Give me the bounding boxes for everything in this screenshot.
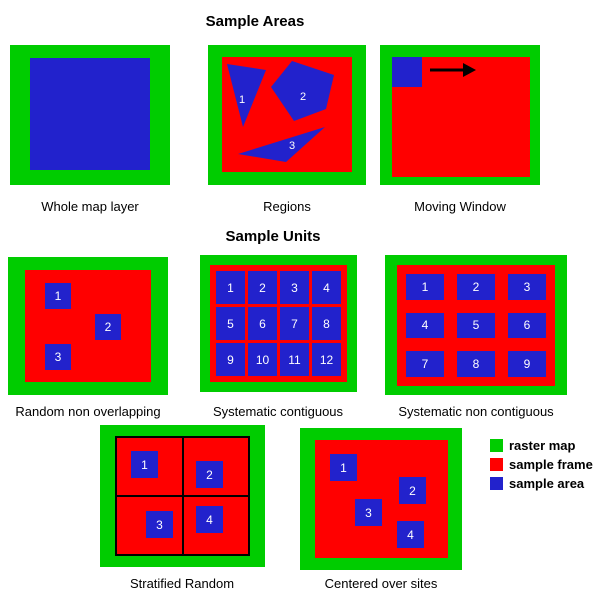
sample-unit: 1 xyxy=(406,274,444,300)
sample-unit: 7 xyxy=(406,351,444,377)
sample-area-swatch xyxy=(490,477,503,490)
sample-units-title: Sample Units xyxy=(225,228,321,245)
panel-moving-window xyxy=(380,45,540,185)
sample-unit: 3 xyxy=(355,499,382,526)
sample-unit: 1 xyxy=(216,271,245,304)
region-3-number: 3 xyxy=(289,140,295,152)
legend-item-raster-map: raster map xyxy=(490,438,593,453)
centered-over-sites-label: Centered over sites xyxy=(324,576,438,591)
legend-label: sample area xyxy=(509,476,585,491)
sample-frame-area: 1 2 3 4 5 6 7 8 9 xyxy=(397,265,555,386)
legend: raster map sample frame sample area xyxy=(490,438,593,495)
panel-stratified-random: 1 2 3 4 xyxy=(100,425,265,567)
legend-label: sample frame xyxy=(509,457,593,472)
sample-unit: 2 xyxy=(248,271,277,304)
regions-label: Regions xyxy=(263,199,311,214)
whole-map-layer-label: Whole map layer xyxy=(41,199,139,214)
sample-unit: 2 xyxy=(457,274,495,300)
sample-frame-area: 1 2 3 xyxy=(25,270,151,382)
sample-unit: 8 xyxy=(457,351,495,377)
sample-unit: 4 xyxy=(312,271,341,304)
region-1-number: 1 xyxy=(239,94,245,106)
sample-unit: 2 xyxy=(196,461,223,488)
sample-frame-area xyxy=(392,57,530,177)
systematic-non-contiguous-grid: 1 2 3 4 5 6 7 8 9 xyxy=(397,265,555,386)
sample-unit: 3 xyxy=(146,511,173,538)
sample-unit: 4 xyxy=(397,521,424,548)
stratum-divider-horizontal xyxy=(117,495,248,497)
sample-frame-area: 1 2 3 4 xyxy=(315,440,448,558)
systematic-contiguous-grid: 1 2 3 4 5 6 7 8 9 10 11 12 xyxy=(210,265,347,382)
sample-unit: 10 xyxy=(248,343,277,376)
panel-regions: 1 2 3 xyxy=(208,45,366,185)
sample-unit: 3 xyxy=(45,344,71,370)
sample-unit: 1 xyxy=(330,454,357,481)
sample-area-square xyxy=(30,58,150,170)
sample-unit: 9 xyxy=(508,351,546,377)
sample-unit: 4 xyxy=(406,312,444,339)
sample-unit: 5 xyxy=(457,312,495,339)
sample-unit: 9 xyxy=(216,343,245,376)
sample-unit: 2 xyxy=(95,314,121,340)
sample-frame-area: 1 2 3 4 5 6 7 8 9 10 11 12 xyxy=(210,265,347,382)
sample-unit: 5 xyxy=(216,307,245,340)
sample-unit: 3 xyxy=(280,271,309,304)
sample-unit: 1 xyxy=(131,451,158,478)
systematic-contiguous-label: Systematic contiguous xyxy=(212,404,344,419)
region-2-number: 2 xyxy=(300,91,306,103)
panel-whole-map-layer xyxy=(10,45,170,185)
sample-unit: 6 xyxy=(508,312,546,339)
sample-unit: 2 xyxy=(399,477,426,504)
sample-frame-area: 1 2 3 xyxy=(222,57,352,172)
panel-systematic-contiguous: 1 2 3 4 5 6 7 8 9 10 11 12 xyxy=(200,255,357,392)
raster-map-swatch xyxy=(490,439,503,452)
systematic-non-contiguous-label: Systematic non contiguous xyxy=(398,404,554,419)
region-2-shape xyxy=(271,61,334,121)
panel-random-non-overlapping: 1 2 3 xyxy=(8,257,168,395)
legend-label: raster map xyxy=(509,438,576,453)
arrow-icon xyxy=(430,63,476,77)
moving-window-label: Moving Window xyxy=(414,199,506,214)
sample-unit: 11 xyxy=(280,343,309,376)
sample-unit: 6 xyxy=(248,307,277,340)
region-3-shape xyxy=(238,127,325,162)
sample-unit: 3 xyxy=(508,274,546,300)
moving-window-square xyxy=(392,57,422,87)
sample-unit: 12 xyxy=(312,343,341,376)
sample-areas-title: Sample Areas xyxy=(205,13,305,30)
sample-frame-swatch xyxy=(490,458,503,471)
panel-centered-over-sites: 1 2 3 4 xyxy=(300,428,462,570)
sample-unit: 8 xyxy=(312,307,341,340)
sample-frame-area: 1 2 3 4 xyxy=(115,436,250,556)
sample-unit: 7 xyxy=(280,307,309,340)
regions-shapes: 1 2 3 xyxy=(227,61,334,162)
stratified-random-label: Stratified Random xyxy=(129,576,235,591)
sample-unit: 4 xyxy=(196,506,223,533)
legend-item-sample-frame: sample frame xyxy=(490,457,593,472)
legend-item-sample-area: sample area xyxy=(490,476,593,491)
panel-systematic-non-contiguous: 1 2 3 4 5 6 7 8 9 xyxy=(385,255,567,395)
random-non-overlapping-label: Random non overlapping xyxy=(15,404,161,419)
sample-unit: 1 xyxy=(45,283,71,309)
region-1-shape xyxy=(227,64,266,127)
